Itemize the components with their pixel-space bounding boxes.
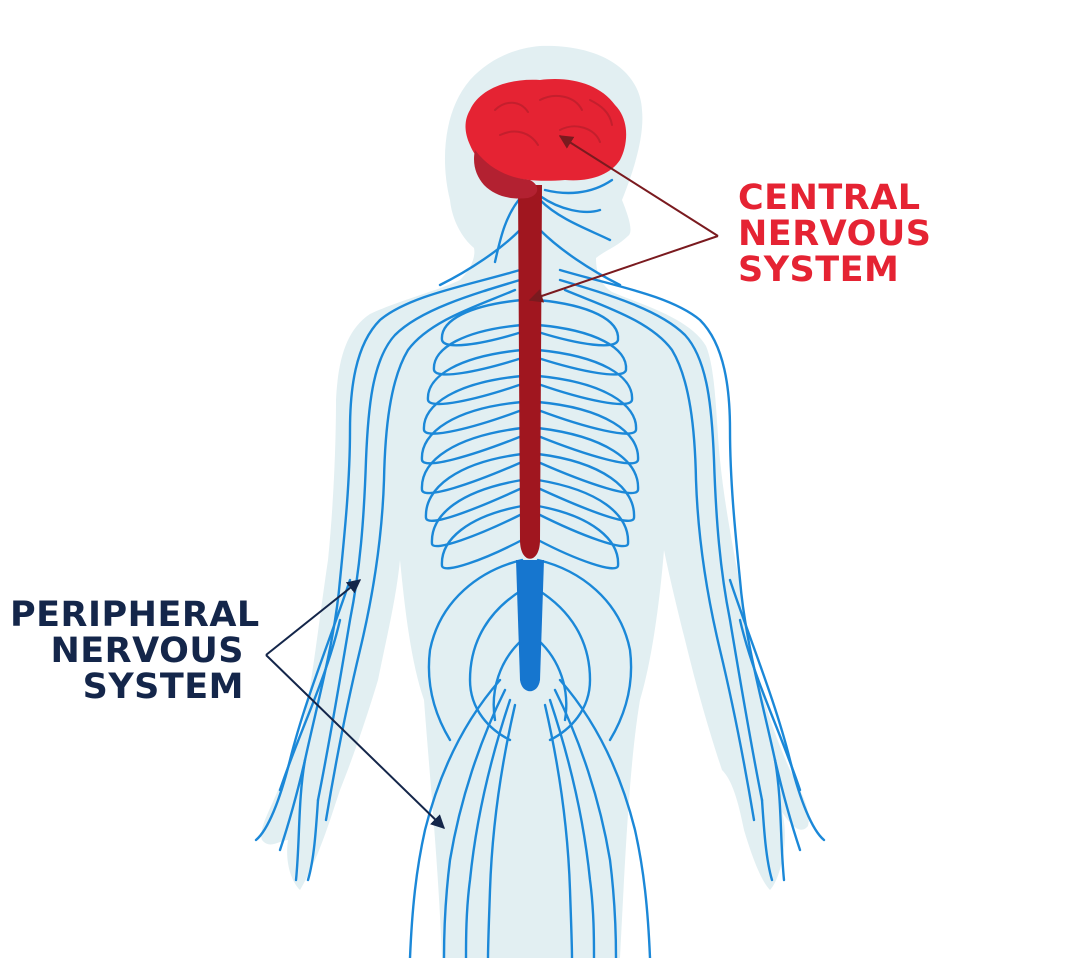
central-nervous-system-label: CENTRAL NERVOUS SYSTEM — [738, 180, 932, 288]
peripheral-nervous-system-label: PERIPHERAL NERVOUS SYSTEM — [10, 595, 260, 707]
pns-label-line-1: PERIPHERAL — [10, 595, 260, 635]
pns-label-line-3: SYSTEM — [82, 667, 244, 707]
pns-label-line-2: NERVOUS — [50, 631, 244, 671]
cns-label-line-1: CENTRAL — [738, 178, 921, 218]
brain — [465, 79, 627, 199]
pns-pointer-arrows — [265, 579, 446, 829]
cauda-equina — [516, 560, 544, 692]
peripheral-nerves — [254, 178, 826, 958]
cns-label-line-3: SYSTEM — [738, 250, 900, 290]
spinal-cord — [518, 185, 542, 559]
cns-label-line-2: NERVOUS — [738, 214, 932, 254]
cns-pointer-arrows — [528, 135, 719, 303]
